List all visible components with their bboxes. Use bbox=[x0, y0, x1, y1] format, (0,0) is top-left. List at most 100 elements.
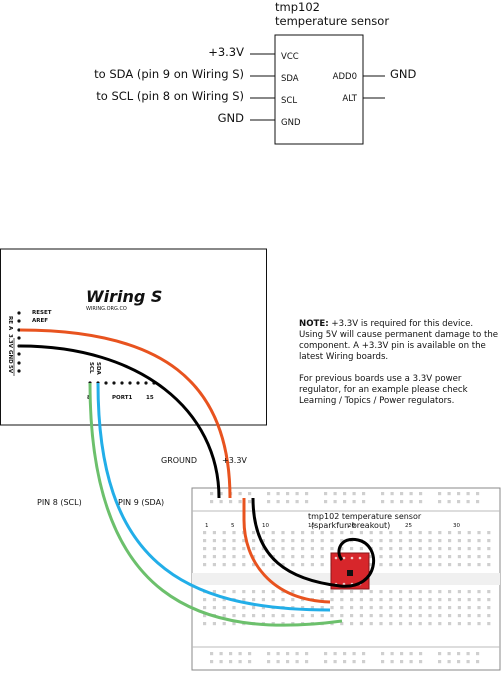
breadboard-hole bbox=[438, 539, 442, 543]
pin-scl: SCL bbox=[281, 96, 297, 106]
breadboard-hole bbox=[457, 606, 461, 610]
breadboard-hole bbox=[343, 492, 347, 496]
breadboard-hole bbox=[352, 660, 356, 664]
breadboard-hole bbox=[448, 547, 452, 551]
breadboard-hole bbox=[350, 531, 354, 535]
breadboard-hole bbox=[438, 555, 442, 559]
breadboard-hole bbox=[281, 539, 285, 543]
breadboard-hole bbox=[389, 622, 393, 626]
black-wire-breadboard bbox=[251, 497, 375, 588]
breadboard-hole bbox=[340, 622, 344, 626]
breadboard-hole bbox=[408, 590, 412, 594]
breadboard-hole bbox=[291, 614, 295, 618]
breadboard-hole bbox=[389, 531, 393, 535]
side-pin-gnd: GND bbox=[7, 350, 13, 364]
breadboard-hole bbox=[281, 555, 285, 559]
breadboard-hole bbox=[419, 492, 423, 496]
breadboard-hole bbox=[487, 531, 491, 535]
breadboard-hole bbox=[295, 500, 299, 504]
breadboard-hole bbox=[400, 500, 404, 504]
breadboard-hole bbox=[229, 660, 233, 664]
breadboard-hole bbox=[222, 614, 226, 618]
breadboard-hole bbox=[408, 598, 412, 602]
breadboard-hole bbox=[252, 539, 256, 543]
breadboard-hole bbox=[359, 598, 363, 602]
breadboard-hole bbox=[242, 606, 246, 610]
breadboard-hole bbox=[381, 500, 385, 504]
breadboard-hole bbox=[428, 539, 432, 543]
pin-sda: SDA bbox=[281, 74, 299, 84]
breadboard-hole bbox=[477, 614, 481, 618]
breadboard-hole bbox=[369, 539, 373, 543]
breadboard-hole bbox=[261, 539, 265, 543]
breadboard-hole bbox=[340, 590, 344, 594]
breadboard-hole bbox=[340, 606, 344, 610]
breadboard-hole bbox=[467, 606, 471, 610]
breadboard-hole bbox=[457, 492, 461, 496]
breadboard-hole bbox=[212, 563, 216, 567]
breadboard-hole bbox=[330, 531, 334, 535]
breadboard-hole bbox=[428, 622, 432, 626]
breadboard-hole bbox=[466, 500, 470, 504]
breadboard-hole bbox=[350, 598, 354, 602]
board-pin15: 15 bbox=[146, 395, 154, 401]
breadboard-hole bbox=[248, 652, 252, 656]
breadboard-hole bbox=[457, 660, 461, 664]
breadboard-hole bbox=[305, 492, 309, 496]
pin-alt: ALT bbox=[342, 94, 357, 104]
breadboard-hole bbox=[362, 500, 366, 504]
breadboard-hole bbox=[418, 590, 422, 594]
breadboard-hole bbox=[219, 652, 223, 656]
breadboard-hole bbox=[333, 492, 337, 496]
breadboard-hole bbox=[359, 531, 363, 535]
tmp102-chip bbox=[347, 570, 353, 576]
breadboard-hole bbox=[487, 563, 491, 567]
breadboard-hole bbox=[369, 563, 373, 567]
breadboard-hole bbox=[409, 492, 413, 496]
breadboard-hole bbox=[408, 622, 412, 626]
bb-num-30: 30 bbox=[453, 523, 460, 529]
breadboard-hole bbox=[310, 531, 314, 535]
breadboard-hole bbox=[238, 660, 242, 664]
breadboard-hole bbox=[219, 660, 223, 664]
breadboard-hole bbox=[271, 590, 275, 594]
breadboard-hole bbox=[242, 563, 246, 567]
breadboard-hole bbox=[438, 563, 442, 567]
breadboard-hole bbox=[467, 563, 471, 567]
breadboard-hole bbox=[409, 652, 413, 656]
board-scl: SCL bbox=[88, 362, 94, 374]
breadboard-hole bbox=[457, 547, 461, 551]
breadboard-hole bbox=[487, 555, 491, 559]
breadboard-hole bbox=[418, 547, 422, 551]
breadboard-hole bbox=[320, 590, 324, 594]
breadboard-hole bbox=[389, 590, 393, 594]
breadboard-hole bbox=[448, 539, 452, 543]
breadboard-hole bbox=[447, 492, 451, 496]
breadboard-hole bbox=[477, 598, 481, 602]
breadboard-hole bbox=[477, 539, 481, 543]
breadboard-hole bbox=[210, 500, 214, 504]
breadboard-hole bbox=[295, 660, 299, 664]
breadboard-hole bbox=[448, 590, 452, 594]
breadboard-hole bbox=[281, 598, 285, 602]
breadboard-hole bbox=[320, 555, 324, 559]
breadboard-hole bbox=[399, 547, 403, 551]
breadboard-hole bbox=[291, 563, 295, 567]
breadboard-hole bbox=[222, 547, 226, 551]
breadboard-hole bbox=[301, 598, 305, 602]
breadboard-hole bbox=[232, 614, 236, 618]
breadboard-hole bbox=[291, 598, 295, 602]
breadboard-hole bbox=[466, 660, 470, 664]
breadboard-hole bbox=[409, 660, 413, 664]
green-wire-scl bbox=[88, 382, 343, 627]
breadboard-hole bbox=[477, 606, 481, 610]
breadboard-hole bbox=[330, 590, 334, 594]
board-aref: AREF bbox=[32, 318, 48, 324]
breadboard-hole bbox=[242, 614, 246, 618]
breadboard-hole bbox=[212, 531, 216, 535]
breadboard-hole bbox=[408, 547, 412, 551]
breadboard-hole bbox=[301, 547, 305, 551]
breadboard-hole bbox=[477, 590, 481, 594]
breadboard-hole bbox=[428, 614, 432, 618]
note-bold: NOTE: bbox=[299, 319, 329, 329]
